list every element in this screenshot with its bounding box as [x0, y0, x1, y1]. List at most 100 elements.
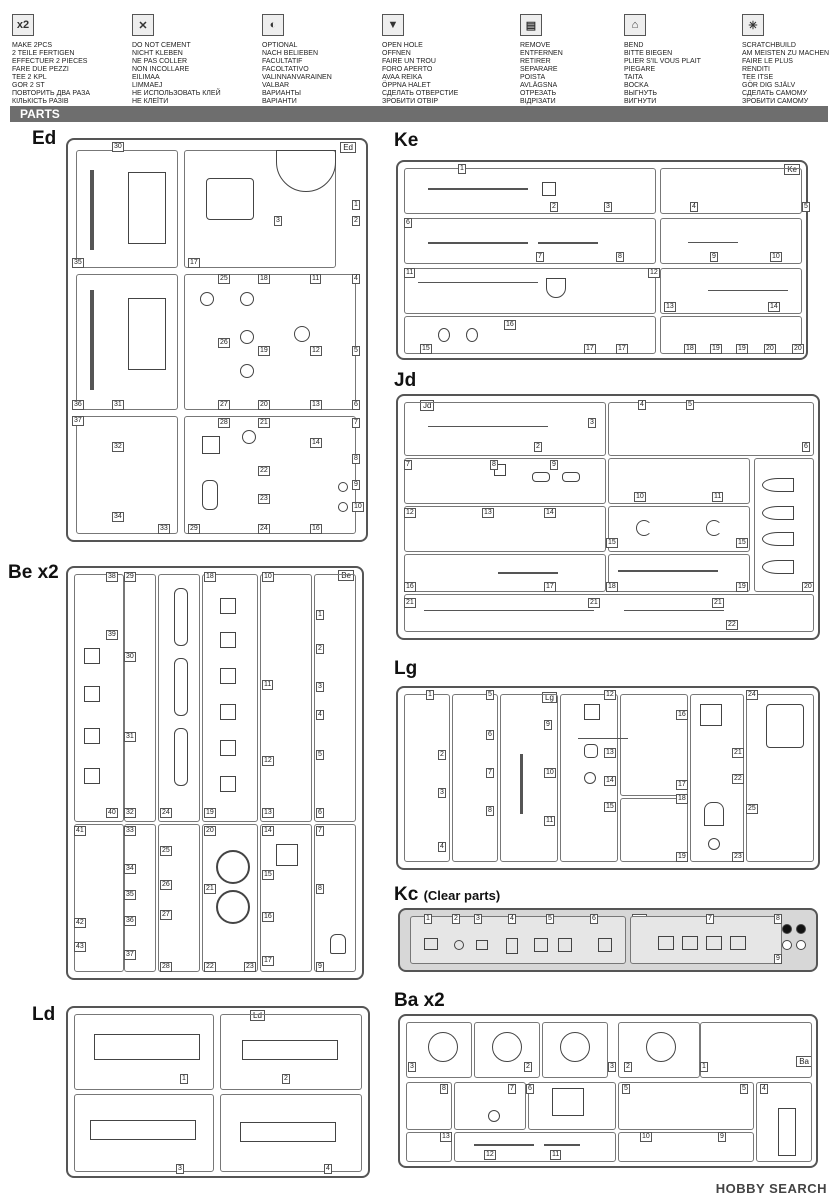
part-number: 20: [802, 582, 814, 592]
part-number: 7: [536, 252, 544, 262]
part-block: [220, 598, 236, 614]
sprue-cell: [454, 1132, 616, 1162]
sprue-tag: Ed: [340, 142, 356, 153]
part-number: 12: [484, 1150, 496, 1160]
sprue-cell: [76, 150, 178, 268]
part-number: 15: [420, 344, 432, 354]
part-loop: [762, 506, 794, 520]
part-rod: [538, 242, 598, 244]
part-number: 8: [616, 252, 624, 262]
part-number: 9: [710, 252, 718, 262]
part-number: 36: [72, 400, 84, 410]
sprue-cell: [746, 694, 814, 862]
tree-label-kc-sub: (Clear parts): [423, 888, 501, 903]
part-number: 19: [710, 344, 722, 354]
part-number: 7: [404, 460, 412, 470]
optional-icon: ◐: [262, 14, 284, 36]
part-number: 16: [262, 912, 274, 922]
remove-icon: ▤: [520, 14, 542, 36]
watermark: HOBBY SEARCH: [715, 1181, 827, 1196]
part-number: 12: [648, 268, 660, 278]
part-number: 17: [676, 780, 688, 790]
part-number: 1: [426, 690, 434, 700]
part-wheel: [216, 850, 250, 884]
part-number: 4: [690, 202, 698, 212]
x2-icon: x2: [12, 14, 34, 36]
sprue-cell: [184, 274, 356, 410]
sprue-cell: [660, 218, 802, 264]
part-number: 1: [700, 1062, 708, 1072]
part-lens: [730, 936, 746, 950]
tree-label-jd: Jd: [394, 370, 417, 391]
part-number: 27: [160, 910, 172, 920]
part-block: [220, 776, 236, 792]
part-dot-dark: [782, 924, 792, 934]
sprue-cell: [474, 1022, 540, 1078]
part-number: 7: [706, 914, 714, 924]
sprue-cell: [618, 1022, 700, 1078]
part-number: 8: [352, 454, 360, 464]
part-number: 1: [352, 200, 360, 210]
part-block: [220, 668, 236, 684]
part-number: 3: [604, 202, 612, 212]
sprue-tag: Lg: [542, 692, 557, 703]
sprue-cell: [76, 274, 178, 410]
part-number: 19: [736, 344, 748, 354]
part-number: 18: [684, 344, 696, 354]
part-number: 21: [732, 748, 744, 758]
part-number: 4: [760, 1084, 768, 1094]
sprue-cell: [260, 824, 312, 972]
sprue-lg: Lg 1 5 12 24 2 6 9 13 16 21 3 7 10 14 17…: [396, 686, 820, 870]
part-number: 33: [124, 826, 136, 836]
part-number: 19: [676, 852, 688, 862]
part-lens: [506, 938, 518, 954]
legend-scratchbuild: ✳ SCRATCHBUILD AM MEISTEN ZU MACHEN FAIR…: [742, 14, 837, 106]
part-number: 5: [486, 690, 494, 700]
part-block: [330, 934, 346, 954]
part-plate: [242, 1040, 338, 1060]
part-number: 21: [258, 418, 270, 428]
part-number: 14: [604, 776, 616, 786]
sprue-cell: [620, 798, 688, 862]
part-number: 7: [508, 1084, 516, 1094]
sprue-cell: [608, 402, 814, 456]
part-number: 17: [544, 582, 556, 592]
part-panel: [174, 588, 188, 646]
part-number: 5: [802, 202, 810, 212]
part-rod: [428, 426, 548, 427]
sprue-cell: [404, 554, 606, 592]
part-number: 17: [584, 344, 596, 354]
part-number: 20: [764, 344, 776, 354]
part-lens: [682, 936, 698, 950]
part-lens: [476, 940, 488, 950]
part-number: 1: [424, 914, 432, 924]
part-number: 2: [550, 202, 558, 212]
sprue-cell: [202, 824, 258, 972]
sprue-cell: [618, 1082, 754, 1130]
part-number: 17: [262, 956, 274, 966]
sprue-ba: Ba 3 2 3 2 1 8 7 6 5 5 13 10 9 12 11 4: [398, 1014, 818, 1168]
part-number: 4: [438, 842, 446, 852]
part-number: 30: [112, 142, 124, 152]
part-number: 31: [124, 732, 136, 742]
part-block: [84, 648, 100, 664]
part-number: 13: [310, 400, 322, 410]
sprue-jd: Jd 2 3 4 5 6 7 8 9 10 11 12 13 14 15 15 …: [396, 394, 820, 640]
part-number: 15: [736, 538, 748, 548]
part-number: 9: [550, 460, 558, 470]
tree-label-ld: Ld: [32, 1004, 56, 1025]
part-block: [220, 632, 236, 648]
part-number: 14: [310, 438, 322, 448]
part-number: 21: [204, 884, 216, 894]
part-number: 11: [310, 274, 322, 284]
part-plate: [94, 1034, 200, 1060]
sprue-cell: [608, 554, 750, 592]
part-block: [494, 464, 506, 476]
part-wheel: [216, 890, 250, 924]
open-hole-icon: ▼: [382, 14, 404, 36]
part-ring: [294, 326, 310, 342]
sprue-cell: [404, 218, 656, 264]
part-number: 18: [606, 582, 618, 592]
part-number: 22: [726, 620, 738, 630]
part-number: 12: [262, 756, 274, 766]
